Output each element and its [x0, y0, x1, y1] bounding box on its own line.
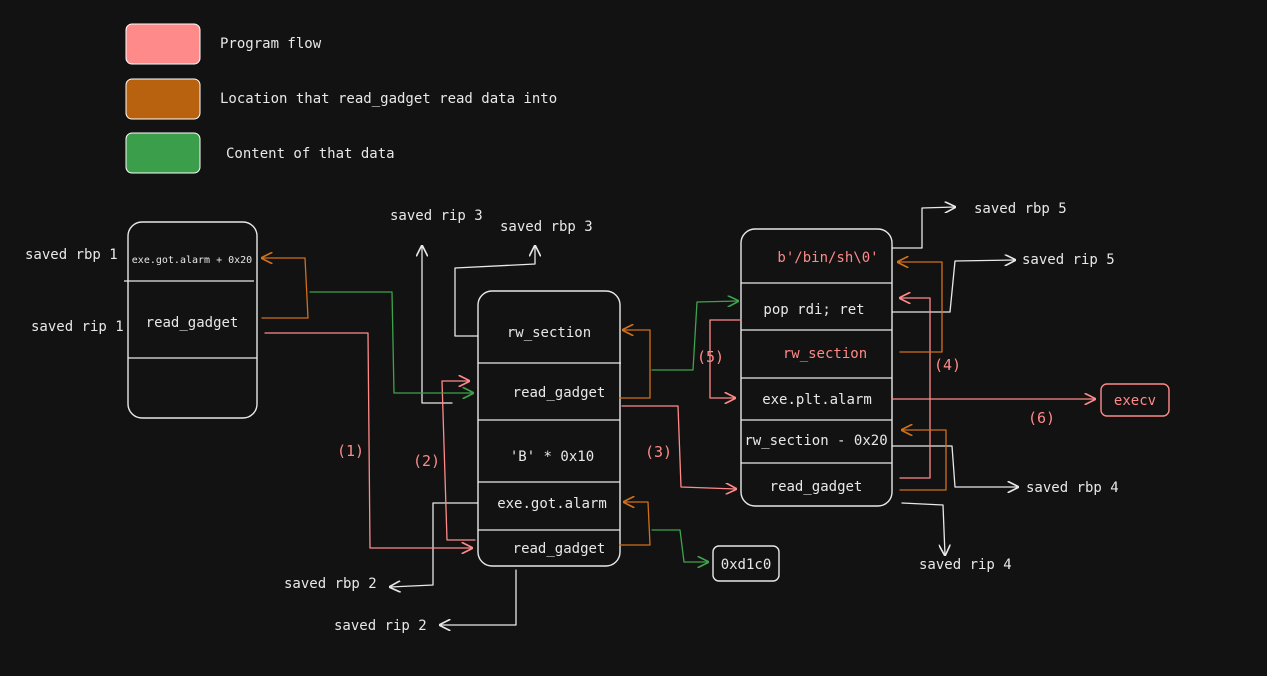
stack2-slot-1: read_gadget [513, 385, 606, 401]
stack1-slot-0: exe.got.alarm + 0x20 [132, 255, 252, 266]
execv-box-label: execv [1114, 393, 1156, 409]
flow-4 [900, 298, 931, 479]
stack-frame-3: b'/bin/sh\0' pop rdi; ret rw_section exe… [740, 228, 893, 507]
legend-swatch-read-location [125, 78, 201, 120]
connector-saved-rip-4 [901, 502, 945, 555]
data-content-3 [651, 301, 738, 371]
execv-box: execv [1100, 383, 1170, 417]
label-saved-rip-4: saved rip 4 [919, 557, 1012, 573]
label-saved-rip-3: saved rip 3 [390, 208, 483, 224]
read-location-2 [619, 502, 651, 546]
read-location-4a [898, 262, 943, 353]
label-saved-rbp-2: saved rbp 2 [284, 576, 377, 592]
legend-label-program-flow: Program flow [220, 36, 322, 52]
stack3-slot-2: rw_section [783, 346, 867, 362]
read-location-1 [262, 258, 309, 319]
connector-saved-rip-2 [440, 569, 517, 625]
stack3-slot-4: rw_section - 0x20 [744, 433, 887, 449]
data-content-1 [309, 291, 473, 393]
stack2-slot-3: exe.got.alarm [497, 496, 607, 512]
data-content-2 [651, 529, 708, 562]
step-2: (2) [413, 452, 440, 470]
connector-saved-rbp-5 [891, 207, 955, 249]
label-saved-rip-5: saved rip 5 [1022, 252, 1115, 268]
label-saved-rbp-3: saved rbp 3 [500, 219, 593, 235]
label-saved-rip-1: saved rip 1 [31, 319, 124, 335]
stack-frame-1: exe.got.alarm + 0x20 read_gadget [124, 221, 258, 419]
stack3-slot-0: b'/bin/sh\0' [777, 250, 878, 266]
stack2-slot-4: read_gadget [513, 541, 606, 557]
stack1-slot-1: read_gadget [146, 315, 239, 331]
step-3: (3) [645, 443, 672, 461]
flow-1 [264, 332, 472, 548]
read-location-3 [619, 330, 651, 399]
stack-frame-2: rw_section read_gadget 'B' * 0x10 exe.go… [477, 290, 621, 567]
step-6: (6) [1028, 409, 1055, 427]
connector-saved-rbp-3 [454, 246, 535, 337]
stack2-slot-2: 'B' * 0x10 [510, 449, 594, 465]
label-saved-rbp-5: saved rbp 5 [974, 201, 1067, 217]
legend: Program flow Location that read_gadget r… [125, 23, 557, 174]
label-saved-rip-2: saved rip 2 [334, 618, 427, 634]
connector-saved-rip-5 [891, 260, 1015, 313]
step-1: (1) [337, 442, 364, 460]
flow-3 [621, 405, 736, 489]
value-box: 0xd1c0 [712, 545, 780, 582]
legend-label-read-location: Location that read_gadget read data into [220, 91, 557, 107]
stack3-slot-3: exe.plt.alarm [762, 392, 872, 408]
label-saved-rbp-1: saved rbp 1 [25, 247, 118, 263]
stack3-slot-1: pop rdi; ret [763, 302, 864, 318]
legend-label-data-content: Content of that data [226, 146, 395, 162]
connector-saved-rbp-2 [390, 502, 479, 587]
stack3-slot-5: read_gadget [770, 479, 863, 495]
stack2-slot-0: rw_section [507, 325, 591, 341]
label-saved-rbp-4: saved rbp 4 [1026, 480, 1119, 496]
flow-2 [441, 381, 476, 541]
connector-saved-rbp-4 [891, 445, 1018, 487]
read-location-4b [899, 430, 947, 491]
flow-5 [709, 319, 742, 398]
legend-swatch-data-content [125, 132, 201, 174]
value-box-label: 0xd1c0 [721, 557, 772, 573]
connector-saved-rip-3 [422, 246, 453, 404]
step-4: (4) [934, 356, 961, 374]
legend-swatch-program-flow [125, 23, 201, 65]
